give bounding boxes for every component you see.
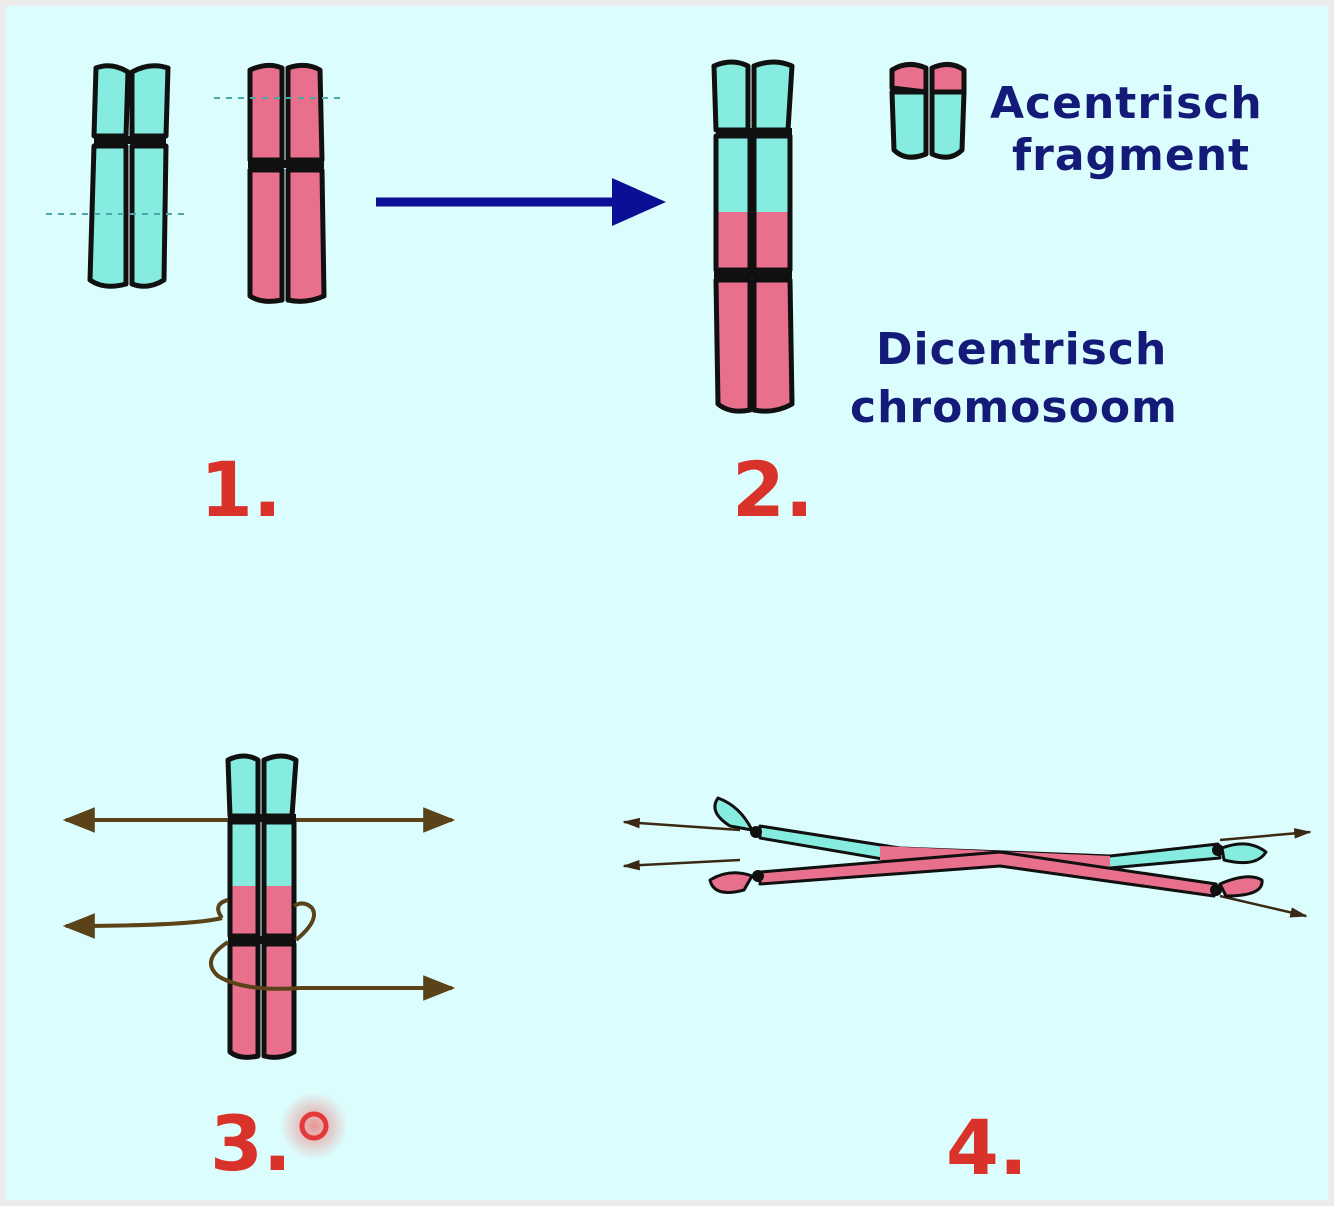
acentric-label-line2: fragment: [1012, 130, 1250, 181]
background-panel: [6, 6, 1328, 1200]
transition-arrow: [376, 178, 666, 226]
step3-spindle-fibers: [62, 807, 456, 1001]
dicentric-label-line1: Dicentrisch: [876, 324, 1167, 375]
step-number-2: 2.: [732, 445, 814, 534]
step-number-3: 3.: [210, 1099, 292, 1188]
step1-cyan-chromosome: [87, 63, 171, 289]
step-number-4: 4.: [946, 1103, 1028, 1192]
step4-spindle-fibers: [622, 817, 1312, 918]
step1-pink-chromosome: [247, 62, 327, 304]
step3-dicentric-chromosome: [225, 753, 299, 1060]
acentric-fragment: [889, 62, 967, 160]
step-number-1: 1.: [200, 445, 282, 534]
step4-stretched-chromatids: [708, 796, 1268, 898]
acentric-label-line1: Acentrisch: [990, 78, 1263, 129]
step2-dicentric-chromosome: [711, 59, 795, 414]
cursor-indicator: [280, 1092, 348, 1160]
dicentric-label-line2: chromosoom: [850, 382, 1178, 433]
step3-fiber-loop: [208, 898, 316, 991]
